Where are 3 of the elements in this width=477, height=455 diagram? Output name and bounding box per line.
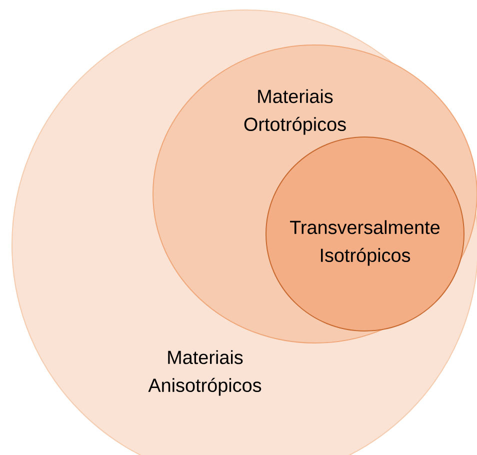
circle-label: Transversalmente Isotrópicos [290,220,440,266]
circle-label: Materiais Ortotrópicos [244,89,346,135]
circle-label: Materiais Anisotrópicos [148,350,262,396]
